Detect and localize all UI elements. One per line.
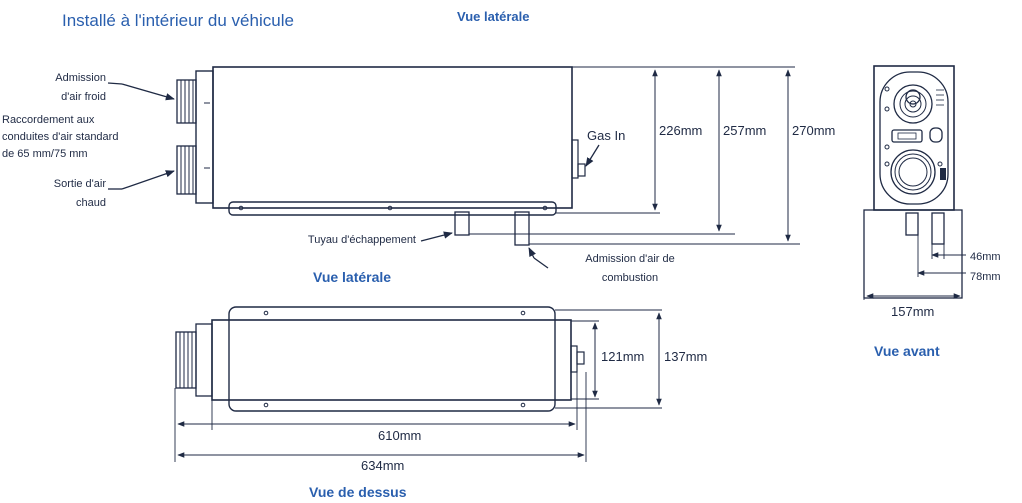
dim-270: 270mm (792, 123, 835, 138)
dim-78: 78mm (970, 271, 1001, 283)
view-title-front: Vue avant (874, 343, 940, 359)
view-title-side-top: Vue latérale (457, 9, 530, 24)
front-view-fitting (893, 84, 933, 124)
side-view-base-flange (228, 201, 557, 216)
front-view-mount-base (863, 209, 963, 299)
dim-121: 121mm (601, 349, 644, 364)
dim-157: 157mm (891, 304, 934, 319)
dim-610: 610mm (378, 428, 421, 443)
label-ducts-line3: de 65 mm/75 mm (2, 148, 88, 160)
label-ducts-line2: conduites d'air standard (2, 131, 118, 143)
front-view-connector (891, 129, 923, 143)
front-view-housing (873, 65, 955, 211)
label-cold-air-line2: d'air froid (61, 91, 106, 103)
front-view (863, 65, 966, 300)
view-title-side: Vue latérale (313, 269, 391, 285)
label-gas-in: Gas In (587, 128, 625, 143)
hot-air-outlet-duct (176, 145, 197, 195)
top-view (174, 306, 662, 462)
view-title-top: Vue de dessus (309, 484, 407, 500)
leader-arrows (107, 82, 600, 269)
gas-inlet-port (571, 139, 579, 179)
combustion-air-pipe (514, 211, 530, 246)
dim-226: 226mm (659, 123, 702, 138)
top-view-body (211, 319, 572, 401)
dim-137: 137mm (664, 349, 707, 364)
dim-257: 257mm (723, 123, 766, 138)
label-hot-air-line2: chaud (76, 197, 106, 209)
side-view (176, 66, 800, 246)
dim-46: 46mm (970, 251, 1001, 263)
side-view-body (212, 66, 573, 209)
label-exhaust: Tuyau d'échappement (308, 234, 416, 246)
top-view-duct (175, 331, 197, 389)
front-view-duct-ring (890, 149, 936, 195)
top-view-flange (228, 306, 556, 412)
page-title: Installé à l'intérieur du véhicule (62, 11, 294, 30)
label-hot-air-line1: Sortie d'air (54, 178, 107, 190)
label-combustion-line2: combustion (602, 272, 658, 284)
label-cold-air-line1: Admission (55, 72, 106, 84)
exhaust-pipe (454, 211, 470, 236)
cold-air-inlet-duct (176, 79, 197, 124)
label-ducts-line1: Raccordement aux (2, 114, 95, 126)
side-view-end-plate (195, 70, 214, 204)
dim-634: 634mm (361, 458, 404, 473)
label-combustion-line1: Admission d'air de (585, 253, 675, 265)
